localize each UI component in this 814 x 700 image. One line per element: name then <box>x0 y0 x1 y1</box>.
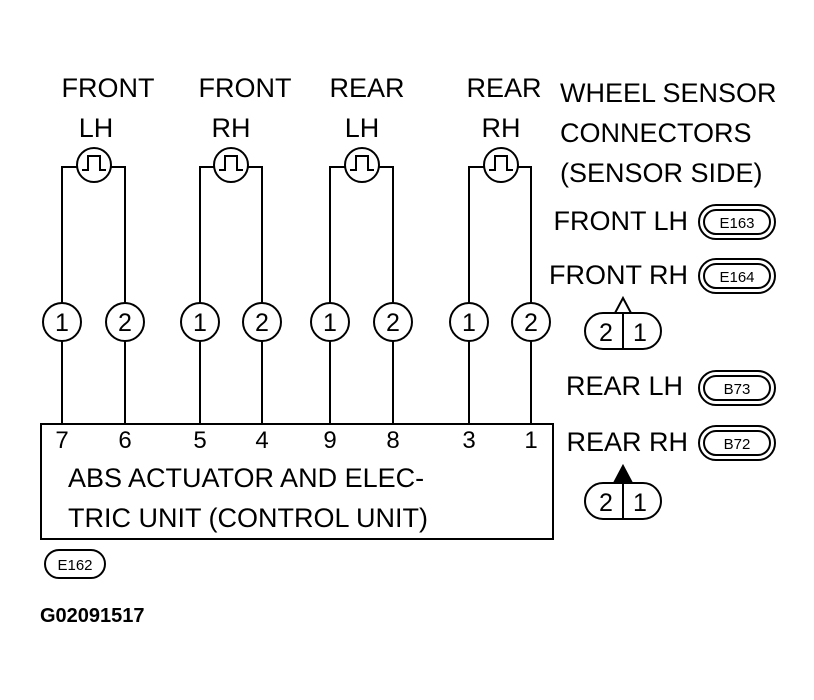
legend-rear-rh-code: B72 <box>724 436 751 453</box>
unit-connector-code: E162 <box>57 557 92 574</box>
sensor-front-lh-symbol <box>61 147 126 303</box>
terminal-4-label: 2 <box>255 309 269 337</box>
legend-title-line3: (SENSOR SIDE) <box>560 158 763 188</box>
unit-pin-3: 3 <box>462 427 475 454</box>
legend-title-line2: CONNECTORS <box>560 118 752 148</box>
legend-front-lh-label: FRONT LH <box>553 206 688 236</box>
sensor-rear-lh-line1: REAR <box>329 73 404 103</box>
rear-connector-face: 2 1 <box>584 463 662 520</box>
unit-pin-1: 1 <box>524 427 537 454</box>
abs-control-unit-box <box>40 423 554 540</box>
terminal-4: 2 <box>242 302 282 424</box>
legend-front-lh-code: E163 <box>719 215 754 232</box>
front-face-pin-2: 2 <box>599 319 613 347</box>
legend-rear-lh-tag: B73 <box>698 370 776 406</box>
legend-front-rh-code: E164 <box>719 269 754 286</box>
terminal-1-label: 1 <box>55 309 69 337</box>
unit-pin-6: 6 <box>118 427 131 454</box>
sensor-front-lh-line2: LH <box>79 113 114 143</box>
legend-front-rh-tag: E164 <box>698 258 776 294</box>
legend-rear-rh-tag: B72 <box>698 425 776 461</box>
terminal-8-label: 2 <box>524 309 538 337</box>
front-connector-face: 2 1 <box>584 295 662 350</box>
unit-pin-5: 5 <box>193 427 206 454</box>
unit-pin-9: 9 <box>323 427 336 454</box>
rear-face-pin-1: 1 <box>633 489 647 517</box>
terminal-3-label: 1 <box>193 309 207 337</box>
front-face-pin-1: 1 <box>633 319 647 347</box>
unit-name-line2: TRIC UNIT (CONTROL UNIT) <box>68 503 428 533</box>
unit-connector-tag: E162 <box>44 549 106 579</box>
terminal-6-label: 2 <box>386 309 400 337</box>
legend-rear-lh-code: B73 <box>724 381 751 398</box>
terminal-2-label: 2 <box>118 309 132 337</box>
sensor-rear-rh-line2: RH <box>482 113 521 143</box>
sensor-rear-rh-line1: REAR <box>466 73 541 103</box>
terminal-1: 1 <box>42 302 82 424</box>
sensor-front-rh-line1: FRONT <box>199 73 292 103</box>
terminal-3: 1 <box>180 302 220 424</box>
unit-pin-4: 4 <box>255 427 268 454</box>
sensor-rear-lh-line2: LH <box>345 113 380 143</box>
legend-rear-rh-label: REAR RH <box>566 427 688 457</box>
terminal-7-label: 1 <box>462 309 476 337</box>
terminal-5: 1 <box>310 302 350 424</box>
legend-front-lh-tag: E163 <box>698 204 776 240</box>
terminal-6: 2 <box>373 302 413 424</box>
sensor-front-rh-symbol <box>199 147 263 303</box>
terminal-8: 2 <box>511 302 551 424</box>
unit-name-line1: ABS ACTUATOR AND ELEC- <box>68 463 424 493</box>
sensor-front-rh-line2: RH <box>212 113 251 143</box>
legend-rear-lh-label: REAR LH <box>566 371 683 401</box>
legend-front-rh-label: FRONT RH <box>549 260 688 290</box>
sensor-rear-lh-symbol <box>329 147 394 303</box>
sensor-rear-rh-symbol <box>468 147 532 303</box>
terminal-2: 2 <box>105 302 145 424</box>
unit-pin-7: 7 <box>55 427 68 454</box>
terminal-5-label: 1 <box>323 309 337 337</box>
terminal-7: 1 <box>449 302 489 424</box>
rear-face-pin-2: 2 <box>599 489 613 517</box>
legend-title-line1: WHEEL SENSOR <box>560 78 777 108</box>
figure-id: G02091517 <box>40 605 145 627</box>
sensor-front-lh-line1: FRONT <box>62 73 155 103</box>
unit-pin-8: 8 <box>386 427 399 454</box>
